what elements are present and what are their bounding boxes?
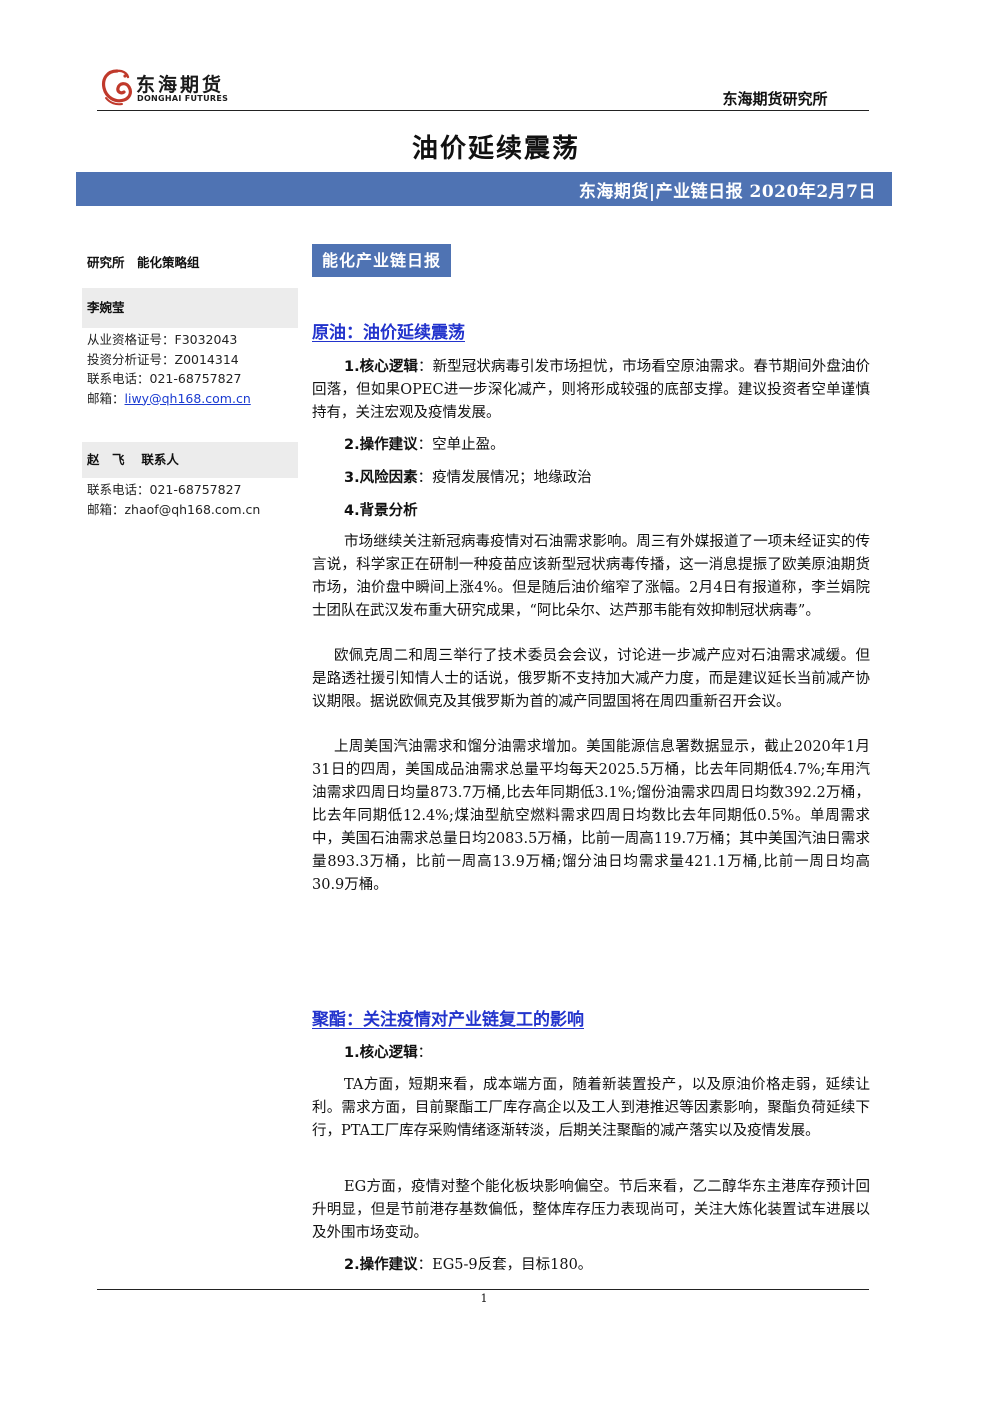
crude-risk-label: 3.风险因素 [344, 470, 418, 486]
footer-divider [97, 1289, 869, 1290]
crude-advice-label: 2.操作建议 [344, 437, 418, 453]
header-divider [97, 110, 869, 111]
polyester-core-logic: 1.核心逻辑： [344, 1042, 432, 1065]
polyester-section-title[interactable]: 聚酯：关注疫情对产业链复工的影响 [312, 1010, 584, 1030]
department-label: 研究所 能化策略组 [87, 255, 200, 270]
polyester-core-logic-label: 1.核心逻辑 [344, 1045, 418, 1061]
crude-background-para-1: 市场继续关注新冠病毒疫情对石油需求影响。周三有外媒报道了一项未经证实的传言说，科… [312, 534, 870, 619]
analyst-phone: 联系电话：021-68757827 [87, 371, 242, 386]
contact-email: 邮箱：zhaof@qh168.com.cn [87, 501, 261, 517]
crude-core-logic-text: ：新型冠状病毒引发市场担忧，市场看空原油需求。春节期间外盘油价回落，但如果OPE… [312, 359, 870, 421]
crude-background-heading: 4.背景分析 [344, 500, 418, 523]
logo-chinese-name: 东海期货 [136, 74, 225, 96]
banner-text: 东海期货|产业链日报 2020年2月7日 [578, 182, 876, 202]
analyst-name: 李婉莹 [82, 288, 298, 328]
company-logo: 东海期货 DONGHAI FUTURES [100, 68, 230, 108]
logo-english-name: DONGHAI FUTURES [137, 94, 229, 103]
polyester-advice: 2.操作建议：EG5-9反套，目标180。 [344, 1254, 592, 1277]
report-banner: 东海期货|产业链日报 2020年2月7日 [76, 172, 892, 206]
polyester-eg-para: EG方面，疫情对整个能化板块影响偏空。节后来看，乙二醇华东主港库存预计回升明显，… [312, 1179, 870, 1241]
polyester-core-logic-colon: ： [417, 1045, 433, 1061]
email-label: 邮箱： [87, 390, 125, 406]
document-title: 油价延续震荡 [411, 134, 580, 164]
crude-core-logic: 1.核心逻辑：新型冠状病毒引发市场担忧，市场看空原油需求。春节期间外盘油价回落，… [312, 356, 870, 425]
page-number: 1 [480, 1292, 488, 1305]
dragon-logo-icon [101, 69, 132, 106]
analyst-qualification: 从业资格证号：F3032043 [87, 332, 238, 347]
crude-background-label: 4.背景分析 [344, 503, 418, 519]
crude-advice: 2.操作建议：空单止盈。 [344, 434, 505, 457]
crude-background-para-3: 上周美国汽油需求和馏分油需求增加。美国能源信息署数据显示，截止2020年1月31… [312, 739, 870, 893]
crude-risk: 3.风险因素：疫情发展情况；地缘政治 [344, 467, 592, 490]
author-sidebar: 研究所 能化策略组 李婉莹 从业资格证号：F3032043 投资分析证号：Z00… [82, 250, 298, 519]
contact-phone: 联系电话：021-68757827 [87, 482, 242, 497]
polyester-advice-label: 2.操作建议 [344, 1257, 418, 1273]
polyester-ta-para: TA方面，短期来看，成本端方面，随着新装置投产，以及原油价格走弱，延续让利。需求… [312, 1077, 870, 1139]
crude-advice-text: ：空单止盈。 [417, 437, 505, 453]
institute-name: 东海期货研究所 [722, 90, 828, 108]
crude-section-title[interactable]: 原油：油价延续震荡 [312, 323, 465, 343]
analyst-email-link[interactable]: liwy@qh168.com.cn [124, 390, 251, 406]
crude-core-logic-label: 1.核心逻辑 [344, 359, 419, 375]
crude-risk-text: ：疫情发展情况；地缘政治 [417, 470, 592, 486]
analyst-certificate: 投资分析证号：Z0014314 [87, 351, 239, 367]
analyst-email-row: 邮箱：liwy@qh168.com.cn [82, 389, 298, 409]
crude-background-para-2: 欧佩克周二和周三举行了技术委员会会议，讨论进一步减产应对石油需求减缓。但是路透社… [312, 648, 870, 710]
contact-name: 赵 飞 联系人 [82, 442, 298, 478]
report-category-tag: 能化产业链日报 [312, 244, 452, 277]
polyester-advice-text: ：EG5-9反套，目标180。 [417, 1257, 593, 1273]
